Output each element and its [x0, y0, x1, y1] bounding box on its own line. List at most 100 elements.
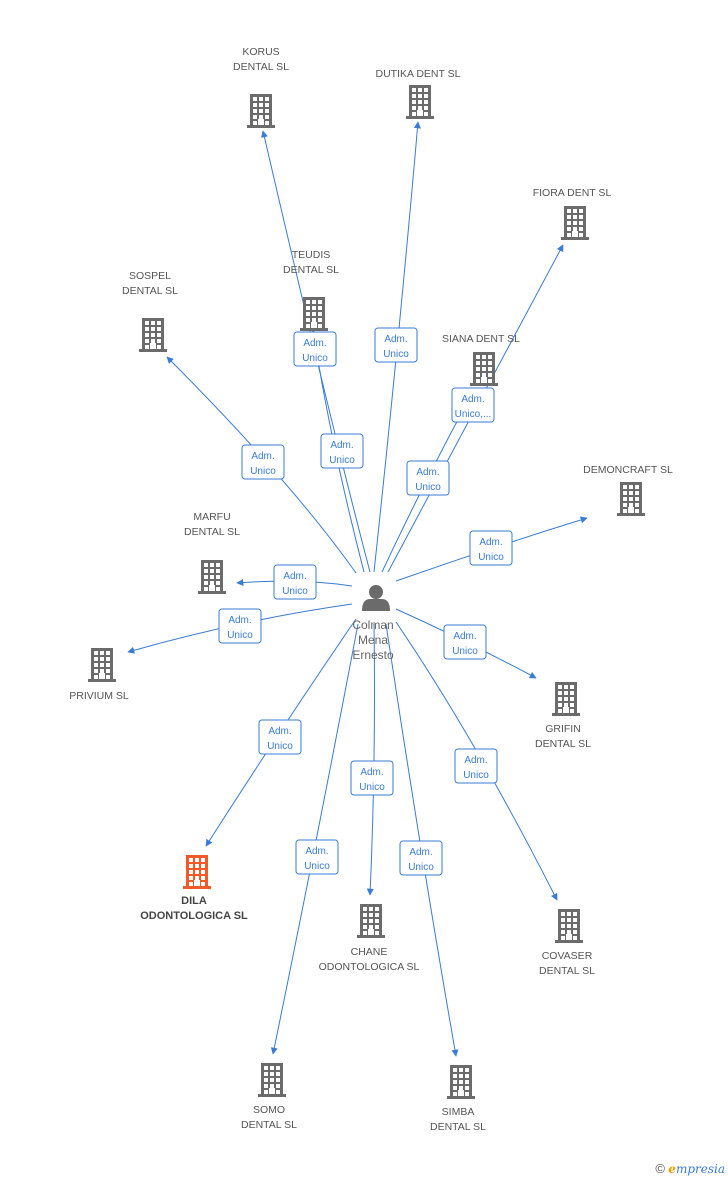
- edge-label-text: Adm.: [251, 451, 274, 462]
- building-icon: [258, 1063, 286, 1097]
- company-label: FIORA DENT SL: [533, 187, 612, 199]
- building-icon: [470, 352, 498, 386]
- company-node-teudis[interactable]: TEUDIS DENTAL SL: [283, 249, 339, 331]
- edge-label-sospel[interactable]: Adm. Unico: [241, 444, 285, 480]
- company-node-dila[interactable]: DILA ODONTOLOGICA SL: [140, 855, 248, 922]
- edge-label-text: Unico: [452, 646, 478, 657]
- edge-label-text: Unico: [478, 552, 504, 563]
- company-node-demoncraft[interactable]: DEMONCRAFT SL: [583, 464, 673, 516]
- edge-label-grifin[interactable]: Adm. Unico: [443, 624, 487, 660]
- company-label: DEMONCRAFT SL: [583, 464, 673, 476]
- edge-label-privium[interactable]: Adm. Unico: [218, 608, 262, 644]
- company-label: CHANE: [351, 946, 388, 958]
- edge-label-demoncraft[interactable]: Adm.Unico: [469, 530, 513, 566]
- company-node-fiora[interactable]: FIORA DENT SL: [533, 187, 612, 240]
- building-icon: [447, 1065, 475, 1099]
- edge-label-text: Adm.: [384, 334, 407, 345]
- edge-label-box: [454, 748, 498, 784]
- edge-label-siana[interactable]: Adm.Unico: [406, 460, 450, 496]
- edge-label-text: Unico: [329, 455, 355, 466]
- edge-label-text: Unico: [383, 349, 409, 360]
- edge-label-dila[interactable]: Adm.Unico: [258, 719, 302, 755]
- company-label: GRIFIN: [545, 723, 581, 735]
- edge-label-text: Unico: [304, 861, 330, 872]
- company-label: PRIVIUM SL: [69, 690, 129, 702]
- building-icon: [357, 904, 385, 938]
- edge-label-text: Unico: [250, 466, 276, 477]
- building-icon: [561, 206, 589, 240]
- edge-label-text: Adm.: [409, 847, 432, 858]
- copyright-symbol: ©: [655, 1161, 665, 1176]
- edge-label-text: Unico: [282, 586, 308, 597]
- brand-initial: e: [668, 1162, 676, 1176]
- edge-label-box: [469, 530, 513, 566]
- company-label: SIANA DENT SL: [442, 333, 520, 345]
- edge-label-dutika[interactable]: Adm. Unico: [374, 327, 418, 363]
- edge-label-covaser[interactable]: Adm. Unico: [454, 748, 498, 784]
- company-label: ODONTOLOGICA SL: [140, 910, 248, 922]
- edge-label-box: [218, 608, 262, 644]
- edge-label-box: [350, 760, 394, 796]
- edge-label-text: Adm.: [461, 394, 484, 405]
- edge-korus: [261, 130, 371, 573]
- edge-label-text: Unico: [227, 630, 253, 641]
- edge-label-korus[interactable]: Adm.Unico: [293, 331, 337, 367]
- person-name-line: Colman: [352, 618, 393, 632]
- building-icon: [247, 94, 275, 128]
- edge-label-text: Adm.: [228, 615, 251, 626]
- edge-label-chane[interactable]: Adm.Unico: [350, 760, 394, 796]
- company-node-chane[interactable]: CHANE ODONTOLOGICA SL: [319, 904, 420, 973]
- company-node-dutika[interactable]: DUTIKA DENT SL: [376, 68, 461, 119]
- company-label: SOMO: [253, 1104, 285, 1116]
- company-node-privium[interactable]: PRIVIUM SL: [69, 648, 129, 702]
- company-label: ODONTOLOGICA SL: [319, 961, 420, 973]
- company-label: SOSPEL: [129, 270, 171, 282]
- edge-label-box: [406, 460, 450, 496]
- company-label: DENTAL SL: [184, 526, 240, 538]
- company-label: TEUDIS: [292, 249, 331, 261]
- edge-label-fiora[interactable]: Adm. Unico,...: [451, 387, 495, 423]
- edge-label-text: Adm.: [283, 571, 306, 582]
- edge-label-text: Adm.: [303, 338, 326, 349]
- edge-label-text: Unico: [463, 770, 489, 781]
- edge-label-marfu[interactable]: Adm. Unico: [273, 564, 317, 600]
- edge-label-text: Adm.: [453, 631, 476, 642]
- edge-label-text: Unico: [408, 862, 434, 873]
- edge-simba: [385, 623, 459, 1057]
- edge-label-teudis[interactable]: Adm. Unico: [320, 433, 364, 469]
- edge-label-text: Adm.: [305, 846, 328, 857]
- edge-label-text: Adm.: [464, 755, 487, 766]
- edge-label-text: Adm.: [330, 440, 353, 451]
- edge-label-somo[interactable]: Adm. Unico: [295, 839, 339, 875]
- edge-label-simba[interactable]: Adm. Unico: [399, 840, 443, 876]
- person-name-line: Mena: [358, 633, 388, 647]
- company-label: DILA: [181, 895, 207, 907]
- company-label: DENTAL SL: [283, 264, 339, 276]
- edge-labels-layer: Adm.UnicoAdm.UnicoAdm.Unico,...Adm.Unico…: [218, 327, 513, 876]
- edge-label-text: Adm.: [416, 467, 439, 478]
- building-icon: [300, 297, 328, 331]
- edge-label-text: Unico,...: [455, 409, 492, 420]
- edge-label-text: Adm.: [360, 767, 383, 778]
- company-label: DENTAL SL: [241, 1119, 297, 1131]
- company-node-somo[interactable]: SOMO DENTAL SL: [241, 1063, 297, 1131]
- building-icon: [555, 909, 583, 943]
- company-label: DUTIKA DENT SL: [376, 68, 461, 80]
- building-icon: [617, 482, 645, 516]
- person-icon: [362, 585, 390, 611]
- company-node-siana[interactable]: SIANA DENT SL: [442, 333, 520, 386]
- person-name-line: Ernesto: [352, 648, 394, 662]
- company-label: DENTAL SL: [430, 1121, 486, 1133]
- edge-label-box: [273, 564, 317, 600]
- company-label: DENTAL SL: [233, 61, 289, 73]
- edge-label-box: [295, 839, 339, 875]
